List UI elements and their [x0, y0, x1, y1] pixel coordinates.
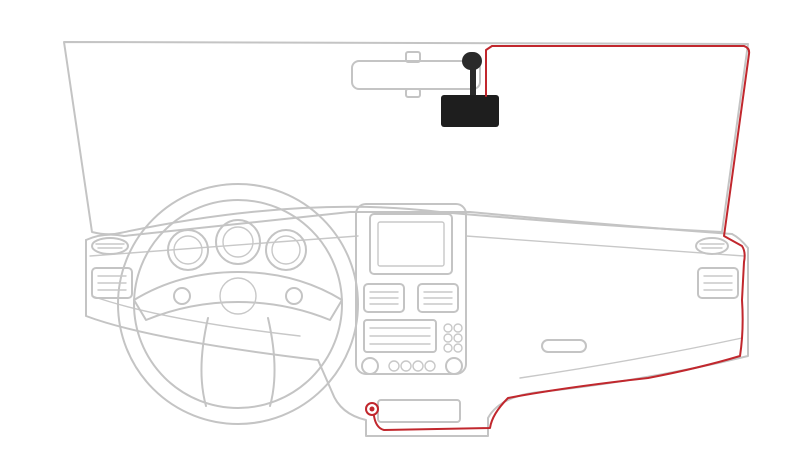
speaker-right [695, 237, 729, 255]
dashboard-top-line [85, 211, 733, 241]
dashboard-inner-line [89, 235, 745, 257]
gauge-left [167, 229, 209, 271]
steering-wheel-outer-rim [117, 183, 359, 425]
steering-wheel [117, 183, 359, 425]
center-vent-right [417, 283, 459, 313]
screen-inner [377, 221, 445, 267]
gauge-center [215, 219, 261, 265]
gauge-center-inner [222, 226, 254, 258]
vent-left [91, 267, 133, 299]
climate-knobs [361, 357, 463, 375]
lower-console-tray [377, 399, 461, 423]
console-frame [355, 203, 467, 375]
instrument-cluster [167, 219, 307, 305]
dashboard-lower-trim [91, 295, 743, 379]
dashcam-arm [470, 68, 476, 98]
windshield-outline [63, 41, 749, 236]
control-knob-right [285, 287, 303, 305]
center-console [355, 203, 467, 375]
control-knob-left [173, 287, 191, 305]
rearview-mirror [351, 51, 481, 98]
steering-wheel-center [219, 277, 257, 315]
steering-wheel-hub [133, 271, 343, 321]
gauge-right-inner [271, 235, 301, 265]
gauge-right [265, 229, 307, 271]
dashcam-suction-mount [462, 52, 482, 70]
gauge-left-inner [173, 235, 203, 265]
glovebox-handle [541, 339, 587, 353]
power-socket [365, 402, 379, 416]
dashcam-body [441, 95, 499, 127]
mirror-body [351, 60, 481, 90]
steering-wheel-inner-rim [133, 199, 343, 409]
radio-buttons [443, 323, 463, 353]
power-cable-route [373, 45, 751, 431]
radio-unit [363, 319, 437, 353]
infotainment-screen [369, 213, 453, 275]
speaker-left [91, 237, 129, 255]
steering-wheel-lower-spoke [200, 317, 276, 407]
center-vent-left [363, 283, 405, 313]
vent-right [697, 267, 739, 299]
dashcam [441, 52, 499, 127]
mirror-mount-bottom [405, 88, 421, 98]
power-socket-center [369, 406, 375, 412]
